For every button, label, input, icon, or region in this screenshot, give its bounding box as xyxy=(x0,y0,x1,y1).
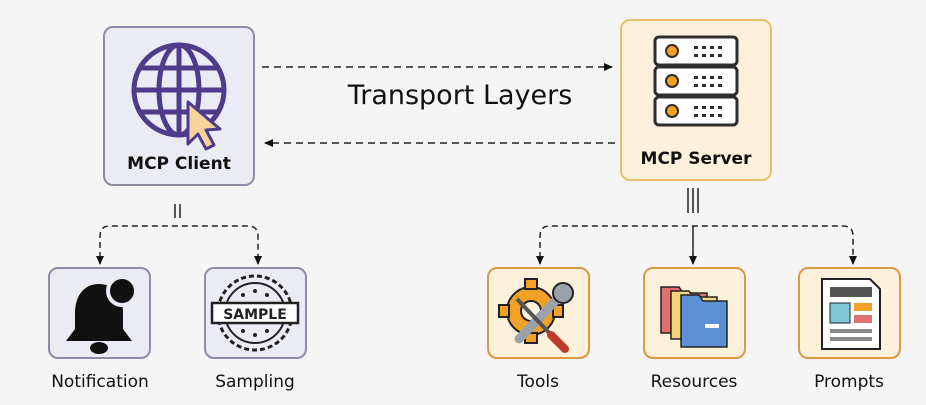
mcp-server-node: MCP Server xyxy=(620,19,772,181)
globe-cursor-icon xyxy=(131,42,227,151)
sampling-node: SAMPLE xyxy=(204,267,307,359)
document-icon xyxy=(821,278,881,350)
prompts-node xyxy=(798,267,901,359)
tools-label: Tools xyxy=(517,372,559,392)
folders-icon xyxy=(660,286,728,348)
sample-stamp-icon: SAMPLE xyxy=(210,274,300,352)
transport-layers-title: Transport Layers xyxy=(347,80,573,111)
notification-node xyxy=(48,267,151,359)
server-tree-connector xyxy=(539,188,854,258)
prompts-label: Prompts xyxy=(814,372,884,392)
sample-stamp-text: SAMPLE xyxy=(223,307,287,323)
client-tree-connector xyxy=(99,204,259,258)
mcp-server-label: MCP Server xyxy=(640,149,752,169)
notification-label: Notification xyxy=(51,372,149,392)
server-rack-icon xyxy=(653,35,739,127)
wrench-gear-icon xyxy=(498,278,574,353)
resources-node xyxy=(643,267,746,359)
tools-node xyxy=(487,267,590,359)
mcp-client-label: MCP Client xyxy=(127,154,231,174)
resources-label: Resources xyxy=(650,372,738,392)
sampling-label: Sampling xyxy=(215,372,295,392)
bell-icon xyxy=(66,275,138,354)
mcp-client-node: MCP Client xyxy=(103,26,255,186)
